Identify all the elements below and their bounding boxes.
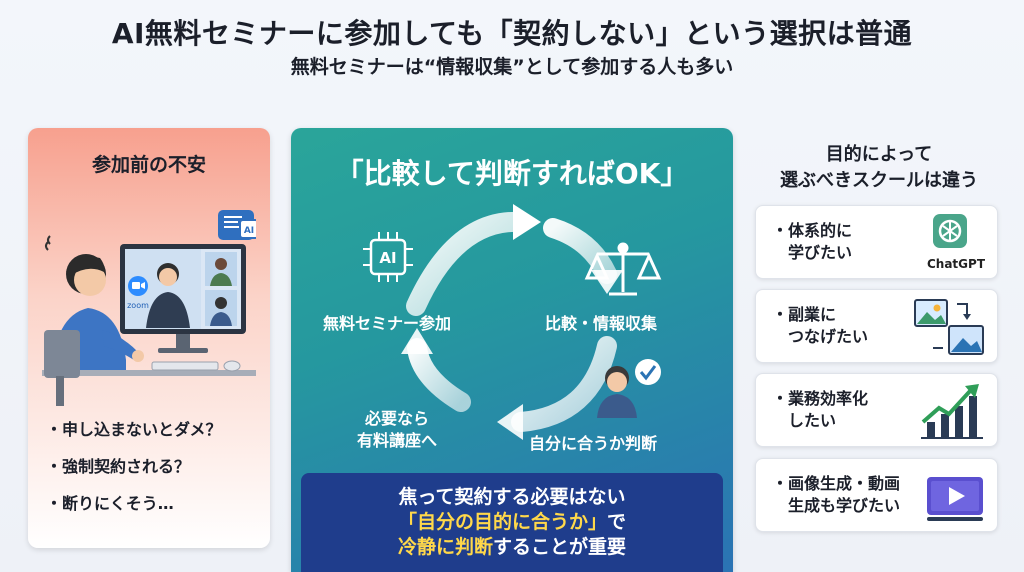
goal-card-side-job: 副業に つなげたい: [755, 289, 998, 363]
goals-title: 目的によって 選ぶべきスクールは違う: [780, 144, 978, 191]
ai-chip-icon: [363, 232, 413, 282]
image-transform-icon: [914, 299, 984, 355]
goal-card-generation: 画像生成・動画 生成も学びたい: [755, 458, 998, 532]
conclusion-line-1: 焦って契約する必要はない: [398, 486, 626, 508]
step-compare-label: 比較・情報収集: [545, 314, 658, 333]
step-seminar-label: 無料セミナー参加: [323, 314, 452, 333]
ai-chip-icon: [239, 219, 256, 239]
cycle-title: 「比較して判断すればOK」: [335, 157, 689, 190]
ai-chip-label: AI: [244, 226, 254, 236]
step-paid-label: 必要なら 有料講座へ: [357, 409, 438, 450]
cycle-arrow-left: [407, 338, 471, 412]
decision-cycle-diagram: AI: [363, 204, 662, 440]
cycle-arrow-top: [406, 211, 531, 316]
worry-item: 断りにくそう…: [46, 494, 266, 514]
worry-item: 申し込まないとダメ？: [46, 420, 266, 440]
ai-chip-text: AI: [379, 249, 396, 267]
step-judge-label: 自分に合うか判断: [529, 434, 658, 453]
decision-cycle-panel: 「比較して判断すればOK」: [291, 128, 733, 572]
goal-card-systematic: 体系的に 学びたい ChatGPT: [755, 205, 998, 279]
worries-panel: 参加前の不安 zoom AI: [28, 128, 270, 548]
chatgpt-label: ChatGPT: [926, 257, 985, 271]
goal-card-efficiency: 業務効率化 したい: [755, 373, 998, 447]
worry-item: 強制契約される？: [46, 457, 266, 477]
person-check-icon: [597, 359, 661, 418]
conclusion-box: 焦って契約する必要はない 「自分の目的に合うか」で 冷静に判断することが重要: [301, 473, 723, 572]
page-title: AI無料セミナーに参加しても「契約しない」という選択は普通: [111, 17, 913, 50]
growth-chart-icon: [921, 384, 983, 439]
cycle-arrow-bottom: [511, 336, 617, 432]
page-subtitle: 無料セミナーは“情報収集”として参加する人も多い: [290, 56, 734, 78]
worried-person-icon: [45, 235, 144, 376]
online-seminar-illustration: zoom AI: [42, 210, 256, 406]
conclusion-line-2: 「自分の目的に合うか」で: [397, 511, 627, 533]
worries-title: 参加前の不安: [91, 154, 206, 176]
video-play-icon: [927, 477, 983, 521]
worries-list: 申し込まないとダメ？ 強制契約される？ 断りにくそう…: [46, 420, 266, 531]
zoom-label: zoom: [127, 301, 149, 310]
conclusion-line-3: 冷静に判断することが重要: [397, 536, 627, 558]
cycle-arrow-right: [543, 218, 617, 284]
chatgpt-icon: [933, 214, 967, 248]
balance-scale-icon: [584, 242, 662, 296]
